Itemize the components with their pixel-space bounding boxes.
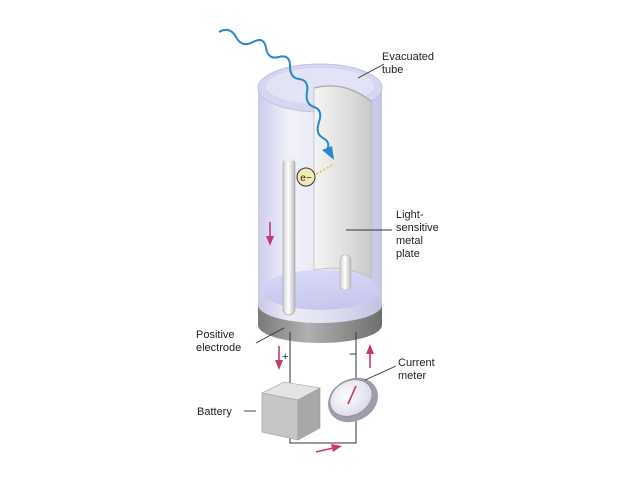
electron-path: [312, 163, 335, 177]
current-arrow-down: [275, 346, 283, 370]
label-battery: Battery: [197, 406, 232, 418]
tube-floor: [262, 270, 378, 310]
label-meter-line2: meter: [398, 370, 426, 382]
label-current-meter: Current meter: [398, 357, 435, 382]
photon: [218, 28, 334, 160]
current-meter: [328, 377, 378, 423]
label-electrode-line1: Positive: [196, 329, 235, 341]
label-plate-line2: sensitive: [396, 222, 439, 234]
label-evacuated-tube: Evacuated tube: [382, 51, 434, 76]
label-light-sensitive-plate: Light- sensitive metal plate: [396, 209, 439, 260]
label-plate-line4: plate: [396, 248, 420, 260]
plus-sign: +: [282, 351, 288, 363]
positive-electrode: [282, 156, 296, 316]
metal-plate: [313, 85, 373, 291]
label-evacuated-tube-line1: Evacuated: [382, 51, 434, 63]
label-electrode-line2: electrode: [196, 342, 241, 354]
label-positive-electrode: Positive electrode: [196, 329, 241, 354]
label-evacuated-tube-line2: tube: [382, 64, 403, 76]
current-arrow-up: [366, 344, 374, 368]
current-arrow-bottom: [315, 444, 342, 453]
label-meter-line1: Current: [398, 357, 435, 369]
photon-arrowhead: [322, 146, 334, 160]
current-arrow-tube: [266, 222, 274, 246]
electron: e−: [296, 167, 316, 187]
meter-needle: [347, 385, 357, 405]
leader-lines: [244, 63, 397, 412]
minus-sign: −: [349, 347, 356, 361]
label-plate-line1: Light-: [396, 209, 424, 221]
battery: [261, 381, 321, 441]
electron-label: e−: [300, 173, 312, 184]
label-plate-line3: metal: [396, 235, 423, 247]
